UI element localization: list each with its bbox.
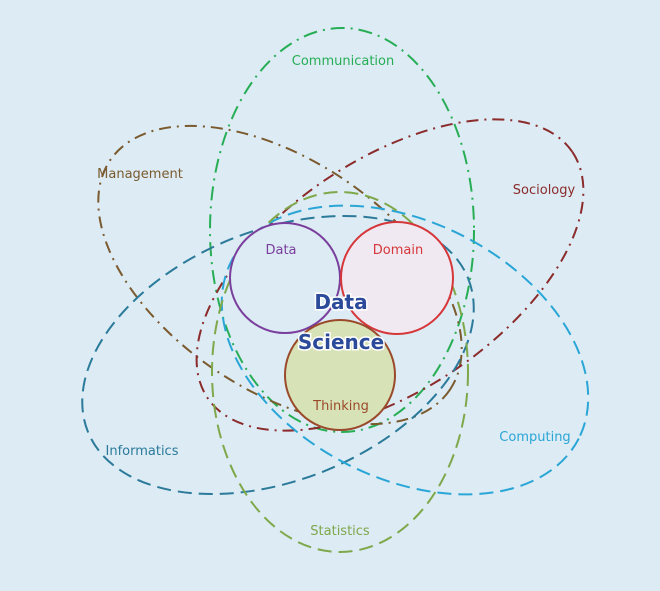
- statistics-ellipse: [211, 191, 469, 553]
- thinking-circle-label: Thinking: [312, 399, 369, 414]
- informatics-ellipse: [81, 214, 475, 496]
- management-ellipse: [97, 124, 463, 426]
- management-label: Management: [97, 167, 183, 182]
- title-data: Data: [314, 290, 367, 314]
- thinking-circle: [284, 319, 396, 431]
- data-circle-label: Data: [265, 243, 296, 258]
- informatics-label: Informatics: [106, 444, 179, 459]
- statistics-label: Statistics: [310, 524, 370, 539]
- data-circle: [229, 222, 341, 334]
- domain-circle-label: Domain: [373, 243, 423, 258]
- title-science: Science: [298, 330, 384, 354]
- communication-label: Communication: [292, 54, 394, 69]
- sociology-label: Sociology: [513, 183, 576, 198]
- domain-circle: [340, 221, 454, 335]
- computing-label: Computing: [499, 430, 570, 445]
- computing-ellipse: [220, 204, 590, 496]
- communication-ellipse: [209, 27, 475, 433]
